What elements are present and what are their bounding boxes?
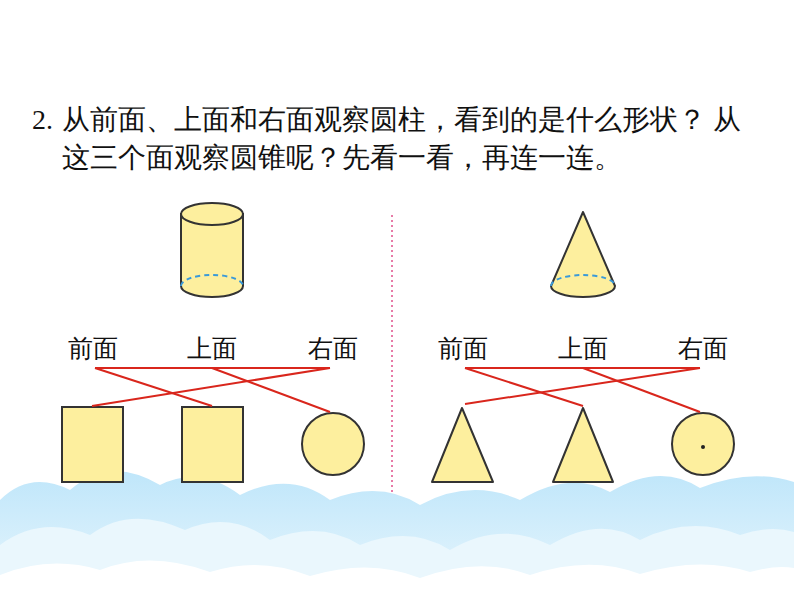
cloud-decoration bbox=[0, 471, 794, 596]
triangle-view bbox=[432, 408, 493, 482]
problem-number: 2. bbox=[32, 101, 53, 139]
view-label: 右面 bbox=[308, 332, 358, 365]
view-label: 前面 bbox=[438, 332, 488, 365]
cone bbox=[551, 212, 615, 297]
problem-text: 从前面、上面和右面观察圆柱，看到的是什么形状？ 从这三个面观察圆锥呢？先看一看，… bbox=[62, 101, 752, 177]
cylinder bbox=[181, 203, 243, 297]
view-label: 右面 bbox=[678, 332, 728, 365]
circle-view bbox=[302, 413, 364, 475]
triangle-view bbox=[553, 408, 613, 482]
divider bbox=[391, 215, 393, 495]
rectangle-view bbox=[182, 407, 243, 482]
view-label: 前面 bbox=[68, 332, 118, 365]
matching-lines bbox=[92, 368, 700, 412]
view-label: 上面 bbox=[187, 332, 237, 365]
rectangle-view bbox=[62, 407, 123, 482]
view-label: 上面 bbox=[558, 332, 608, 365]
circle-view bbox=[672, 413, 734, 475]
apex-dot bbox=[701, 445, 705, 449]
